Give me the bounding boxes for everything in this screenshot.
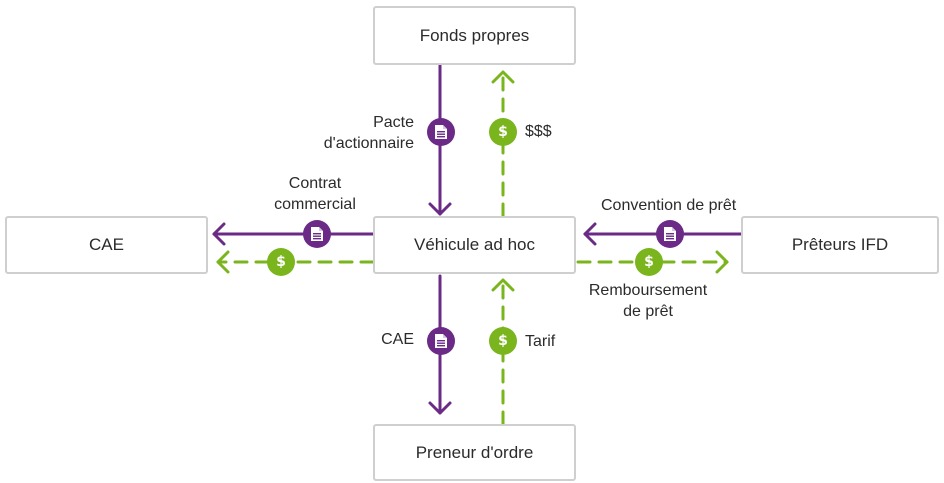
dollar-icon: $ <box>489 118 517 146</box>
convention-label: Convention de prêt <box>601 195 736 216</box>
document-icon-glyph <box>435 334 447 348</box>
remboursement-arrow-head <box>715 250 729 274</box>
document-icon-glyph <box>664 227 676 241</box>
remboursement-label-line2: de prêt <box>623 303 673 320</box>
convention-arrow-head <box>583 222 597 246</box>
remboursement-label-line1: Remboursement <box>588 282 708 299</box>
document-icon-glyph <box>311 227 323 241</box>
pacte-label-line1: Pacte <box>373 114 414 131</box>
node-cae-label: CAE <box>89 235 124 254</box>
node-vehicule-label: Véhicule ad hoc <box>414 235 535 254</box>
dollar-icon: $ <box>635 248 663 276</box>
node-fonds-propres-label: Fonds propres <box>419 25 530 45</box>
tarif-label-text: Tarif <box>525 333 556 350</box>
dollars-label: $$$ <box>525 121 552 142</box>
node-preneur-d-ordre: Preneur d'ordre <box>373 424 576 481</box>
node-fonds-propres: Fonds propres <box>373 6 576 65</box>
dollar-glyph: $ <box>498 333 508 349</box>
document-icon-glyph <box>435 125 447 139</box>
node-vehicule-ad-hoc: Véhicule ad hoc <box>373 216 576 274</box>
contrat-arrow-head <box>212 222 226 246</box>
tarif-label: Tarif <box>525 331 555 352</box>
contrat-label-line2: commercial <box>274 196 356 213</box>
dollars-label-text: $$$ <box>525 123 552 140</box>
dollar-glyph: $ <box>498 124 508 140</box>
contrat-label: Contrat commercial <box>260 173 370 215</box>
cae-flow-arrow-head <box>428 401 452 415</box>
cae-flow-label: CAE <box>360 329 414 350</box>
dollar-glyph: $ <box>276 254 286 270</box>
dollar-icon: $ <box>489 327 517 355</box>
pacte-label-line2: d'actionnaire <box>323 135 414 152</box>
pacte-arrow-head <box>428 202 452 216</box>
document-icon <box>656 220 684 248</box>
document-icon <box>427 327 455 355</box>
cae-money-arrow-head <box>216 250 230 274</box>
document-icon <box>303 220 331 248</box>
document-icon <box>427 118 455 146</box>
convention-label-text: Convention de prêt <box>601 197 737 214</box>
node-preteurs-label: Prêteurs IFD <box>791 235 889 254</box>
node-preteurs-ifd: Prêteurs IFD <box>741 216 939 274</box>
dollar-glyph: $ <box>644 254 654 270</box>
contrat-label-line1: Contrat <box>288 175 342 192</box>
cae-flow-label-text: CAE <box>381 331 414 348</box>
remboursement-label: Remboursement de prêt <box>577 280 719 322</box>
node-cae: CAE <box>5 216 208 274</box>
node-preneur-label: Preneur d'ordre <box>415 442 534 462</box>
dollar-icon: $ <box>267 248 295 276</box>
dollars-arrow-head <box>491 70 515 84</box>
tarif-arrow-head <box>491 278 515 292</box>
pacte-label: Pacte d'actionnaire <box>300 112 414 154</box>
